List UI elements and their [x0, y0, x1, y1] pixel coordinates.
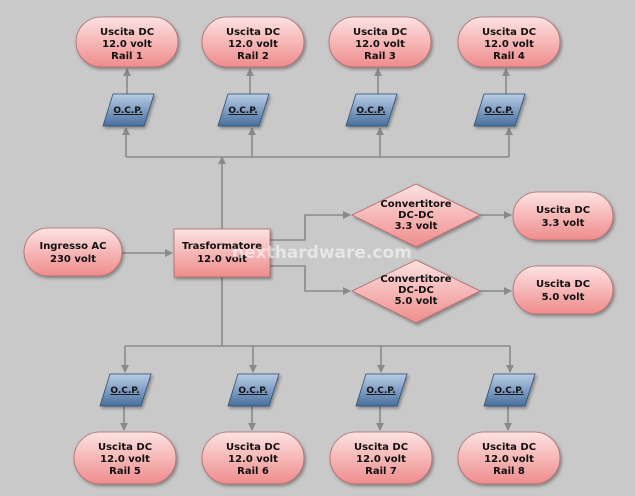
rail-output-7-line-2: 12.0 volt: [356, 454, 406, 465]
rail-output-6: Uscita DC 12.0 volt Rail 6: [201, 431, 305, 485]
rail-output-2-line-2: 12.0 volt: [228, 39, 278, 50]
rail-output-1-line-2: 12.0 volt: [102, 39, 152, 50]
ocp-block-3: O.C.P.: [345, 93, 398, 127]
converter-3v3-line-1: Convertitore: [380, 199, 451, 210]
converter-5v0-line-3: 5.0 volt: [395, 296, 438, 307]
ocp-block-2: O.C.P.: [217, 93, 270, 127]
ocp-block-5: O.C.P.: [99, 373, 152, 407]
converter-5v0-line-1: Convertitore: [380, 274, 451, 285]
ac-input-line-2: 230 volt: [50, 254, 96, 265]
rail-output-8-line-1: Uscita DC: [482, 442, 536, 453]
ac-input-node: Ingresso AC 230 volt: [23, 227, 123, 277]
ocp-label-7: O.C.P.: [366, 386, 395, 396]
watermark: nexthardware.com: [232, 243, 412, 263]
rail-output-5-line-1: Uscita DC: [98, 442, 152, 453]
converter-5v0-line-2: DC-DC: [398, 285, 434, 296]
output-3v3-line-1: Uscita DC: [536, 205, 590, 216]
ocp-label-6: O.C.P.: [238, 386, 267, 396]
ocp-label-3: O.C.P.: [356, 106, 385, 116]
output-3v3-line-2: 3.3 volt: [542, 218, 585, 229]
ocp-label-1: O.C.P.: [113, 106, 142, 116]
connector-transformer-converter-5v0: [270, 265, 351, 295]
rail-output-5-line-2: 12.0 volt: [100, 454, 150, 465]
rail-output-5: Uscita DC 12.0 volt Rail 5: [73, 431, 177, 485]
rail-output-1-line-1: Uscita DC: [100, 27, 154, 38]
rail-output-2-line-1: Uscita DC: [226, 27, 280, 38]
ocp-block-4: O.C.P.: [473, 93, 526, 127]
rail-output-5-line-3: Rail 5: [109, 466, 141, 477]
rail-output-4-line-2: 12.0 volt: [484, 39, 534, 50]
rail-output-8: Uscita DC 12.0 volt Rail 8: [457, 431, 561, 485]
transformer-line-2: 12.0 volt: [197, 254, 247, 265]
transformer-line-1: Trasformatore: [182, 241, 262, 252]
ocp-label-2: O.C.P.: [228, 106, 257, 116]
ocp-block-7: O.C.P.: [355, 373, 408, 407]
converter-3v3-line-3: 3.3 volt: [395, 221, 438, 232]
output-5v0-line-1: Uscita DC: [536, 279, 590, 290]
rail-output-3-line-3: Rail 3: [364, 51, 396, 62]
rail-output-2: Uscita DC 12.0 volt Rail 2: [201, 16, 305, 68]
output-5v0-node: Uscita DC 5.0 volt: [512, 265, 614, 315]
connector-transformer-converter-3v3: [270, 211, 351, 241]
rail-output-7-line-1: Uscita DC: [354, 442, 408, 453]
rail-output-2-line-3: Rail 2: [237, 51, 269, 62]
converter-3v3-line-2: DC-DC: [398, 210, 434, 221]
ocp-label-8: O.C.P.: [494, 386, 523, 396]
rail-output-3: Uscita DC 12.0 volt Rail 3: [328, 16, 432, 68]
rail-output-8-line-3: Rail 8: [493, 466, 525, 477]
converter-5v0-node: Convertitore DC-DC 5.0 volt: [351, 259, 481, 324]
rail-output-8-line-2: 12.0 volt: [484, 454, 534, 465]
rail-output-6-line-1: Uscita DC: [226, 442, 280, 453]
rail-output-4: Uscita DC 12.0 volt Rail 4: [457, 16, 561, 68]
rail-output-1-line-3: Rail 1: [111, 51, 143, 62]
rail-output-4-line-1: Uscita DC: [482, 27, 536, 38]
rail-output-7: Uscita DC 12.0 volt Rail 7: [329, 431, 433, 485]
rail-output-3-line-1: Uscita DC: [353, 27, 407, 38]
converter-3v3-node: Convertitore DC-DC 3.3 volt: [351, 183, 481, 248]
transformer-node: Trasformatore 12.0 volt: [173, 228, 271, 278]
ocp-label-4: O.C.P.: [484, 106, 513, 116]
ac-input-line-1: Ingresso AC: [39, 241, 106, 252]
ocp-block-8: O.C.P.: [483, 373, 536, 407]
connectors: [120, 68, 514, 431]
output-5v0-line-2: 5.0 volt: [542, 292, 585, 303]
ocp-block-6: O.C.P.: [227, 373, 280, 407]
ocp-label-5: O.C.P.: [110, 386, 139, 396]
rail-output-3-line-2: 12.0 volt: [355, 39, 405, 50]
rail-output-6-line-2: 12.0 volt: [228, 454, 278, 465]
rail-output-7-line-3: Rail 7: [365, 466, 397, 477]
rail-output-4-line-3: Rail 4: [493, 51, 525, 62]
ocp-block-1: O.C.P.: [102, 93, 155, 127]
output-3v3-node: Uscita DC 3.3 volt: [512, 191, 614, 241]
rail-output-1: Uscita DC 12.0 volt Rail 1: [75, 16, 179, 68]
rail-output-6-line-3: Rail 6: [237, 466, 269, 477]
